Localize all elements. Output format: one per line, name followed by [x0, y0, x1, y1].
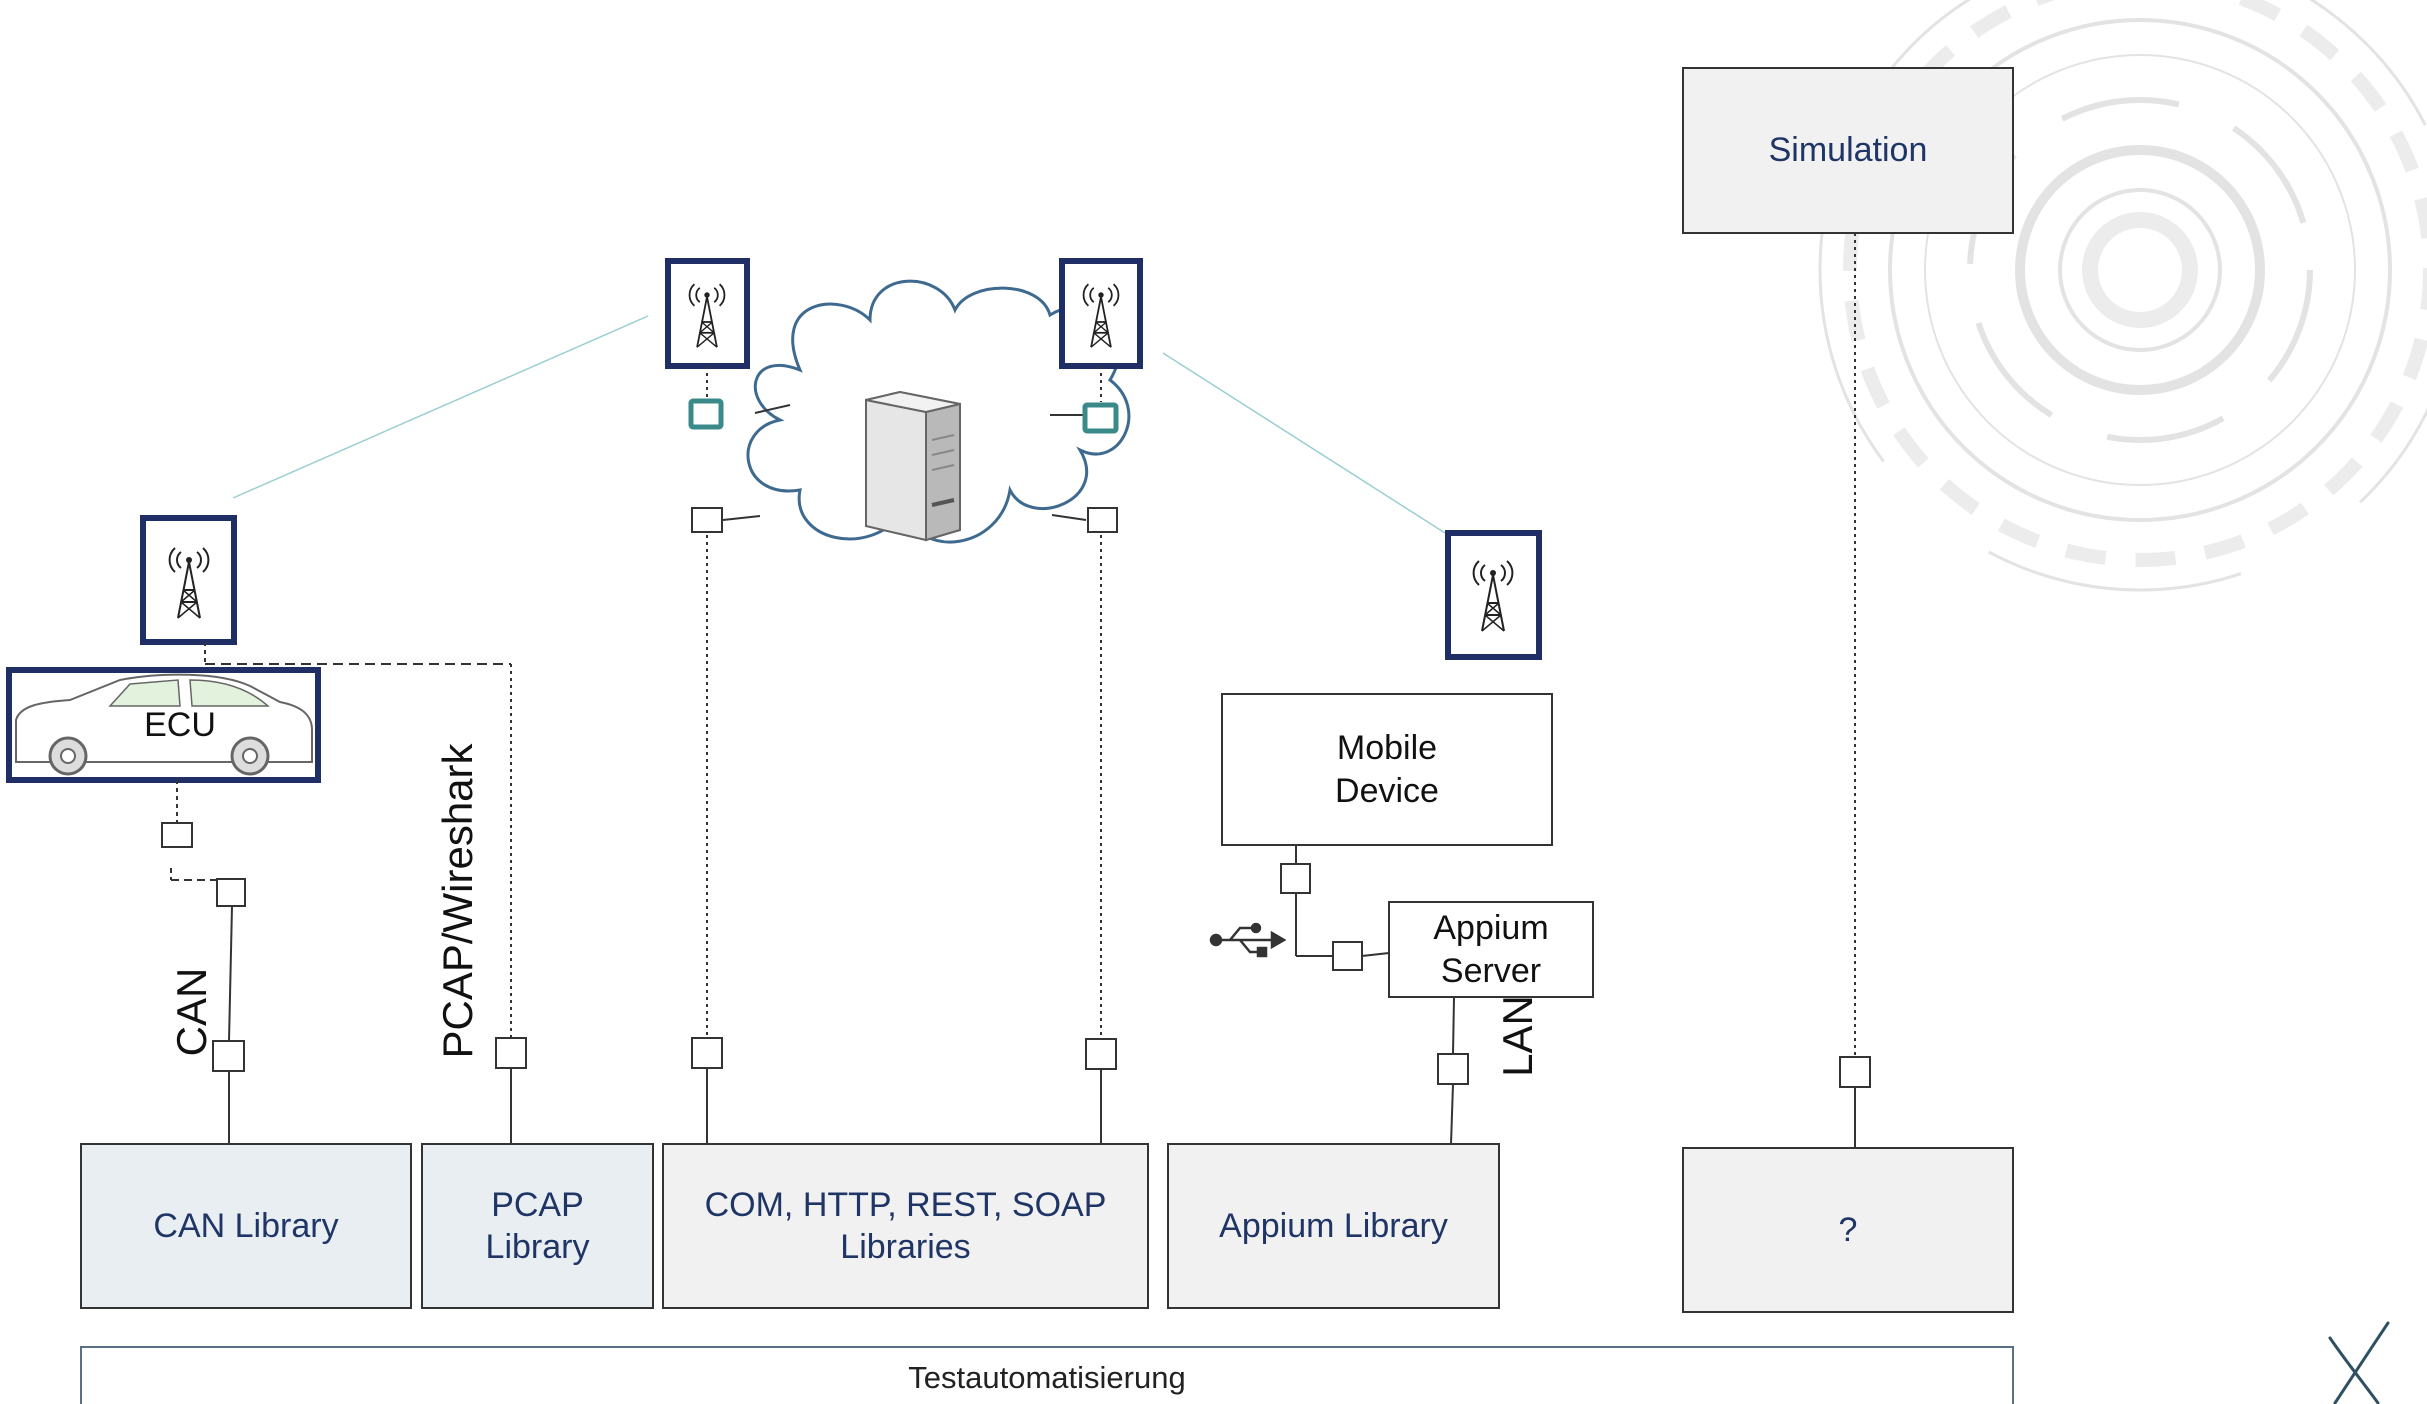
wireless-link [232, 315, 649, 499]
com-libraries-box [662, 1143, 1149, 1309]
port [1332, 941, 1363, 971]
simulation-label: Simulation [1768, 131, 1928, 170]
port [1280, 863, 1311, 894]
mobile-device-box [1221, 693, 1553, 846]
port [691, 507, 723, 533]
logo-x-icon [2328, 1321, 2390, 1404]
can-library-box [80, 1143, 412, 1309]
unknown-library-label: ? [1838, 1210, 1858, 1249]
com-libraries-label: COM, HTTP, REST, SOAP Libraries [704, 1185, 1107, 1267]
appium-server-label: Appium Server [1433, 909, 1549, 990]
radio-tower-icon [665, 258, 750, 369]
pcap-library-label: PCAP Library [485, 1185, 590, 1267]
radio-tower-icon [140, 515, 237, 645]
port [1085, 1038, 1117, 1070]
server-icon [865, 390, 961, 542]
port [691, 1037, 723, 1069]
pcap-library-box [421, 1143, 654, 1309]
port [1437, 1053, 1469, 1085]
wireless-port [1082, 402, 1119, 434]
testautomation-box [80, 1346, 2014, 1404]
ecu-label: ECU [144, 705, 216, 744]
port [495, 1037, 527, 1069]
port [216, 878, 246, 907]
wireless-port [688, 398, 724, 430]
appium-library-label: Appium Library [1219, 1206, 1448, 1245]
port [212, 1040, 245, 1072]
appium-library-box [1167, 1143, 1500, 1309]
lan-interface-label: LAN [1494, 995, 1541, 1077]
usb-icon [1209, 922, 1287, 958]
pcap-interface-label: PCAP/Wireshark [434, 743, 481, 1059]
radio-tower-icon [1059, 258, 1143, 369]
simulation-box [1682, 67, 2014, 234]
wireless-link [1162, 352, 1446, 534]
can-interface-label: CAN [168, 967, 215, 1057]
testautomation-label: Testautomatisierung [908, 1359, 1186, 1395]
port [1839, 1056, 1871, 1088]
mobile-device-label: Mobile Device [1335, 729, 1439, 810]
port [1087, 507, 1118, 533]
port [161, 822, 193, 848]
unknown-library-box [1682, 1147, 2014, 1313]
radio-tower-icon [1445, 530, 1542, 660]
car-icon [6, 667, 321, 783]
appium-server-box [1388, 901, 1594, 998]
can-library-label: CAN Library [153, 1206, 339, 1245]
